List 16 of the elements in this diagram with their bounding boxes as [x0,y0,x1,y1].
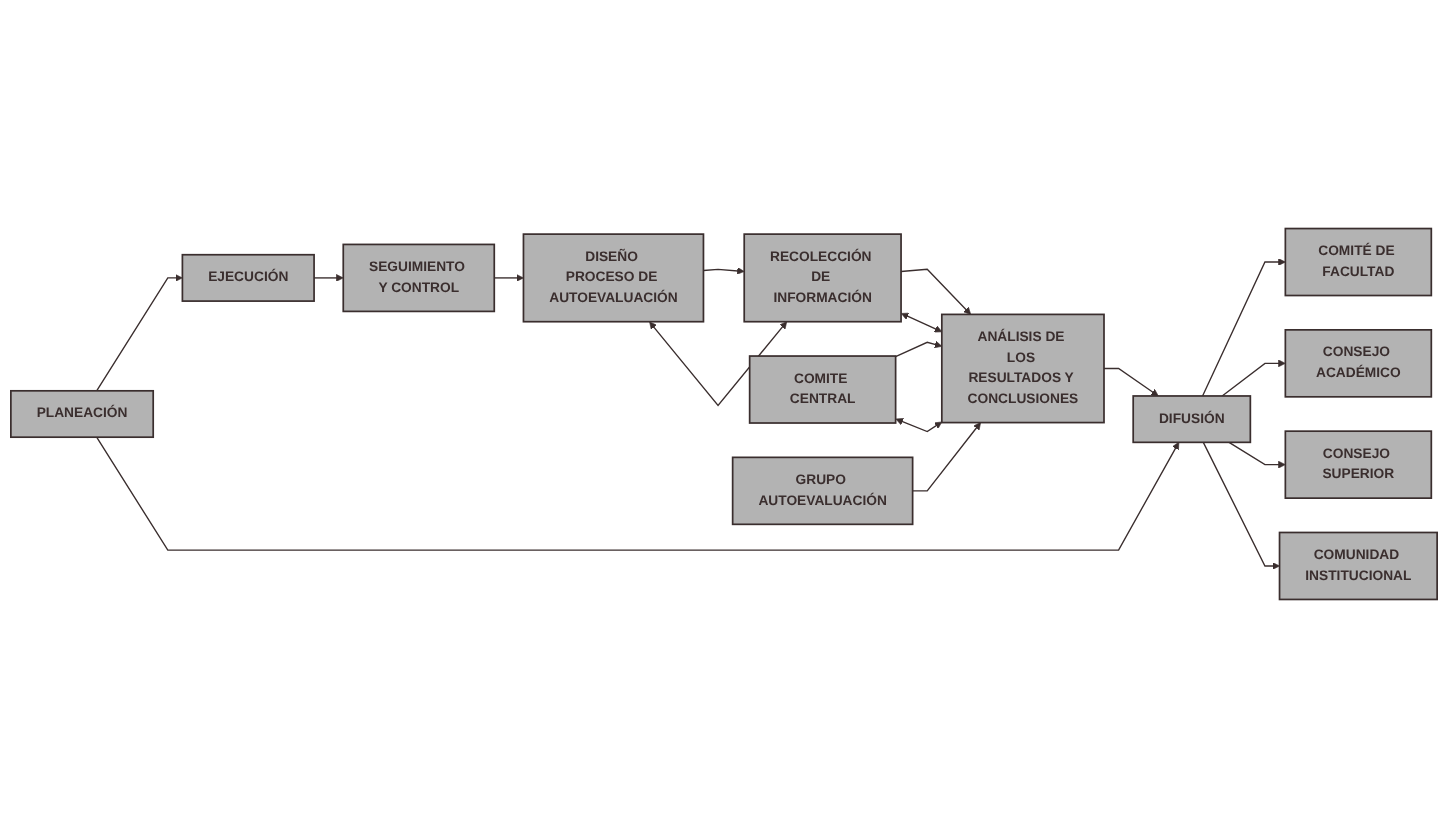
arrow [649,321,788,407]
arrow [1202,441,1280,570]
arrow [702,267,745,275]
arrow [95,436,1180,551]
arrow [493,274,524,282]
arrow [313,274,344,282]
arrow [894,340,943,358]
arrow [1228,441,1286,469]
arrow [95,274,183,392]
arrow [911,422,981,492]
arrow [895,418,943,433]
arrow [900,268,972,315]
arrow [1201,258,1286,397]
arrow [1103,367,1159,397]
arrow [901,312,943,333]
arrow [1221,359,1286,397]
